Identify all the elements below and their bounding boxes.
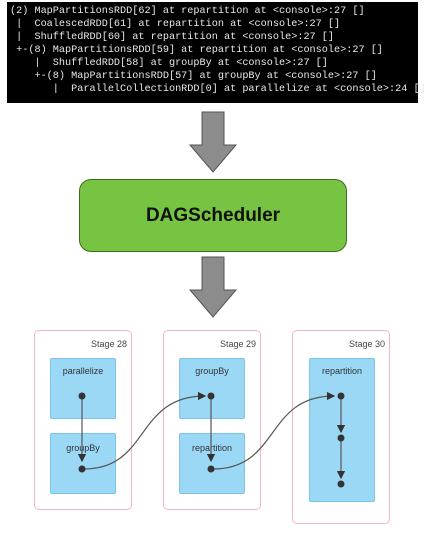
- console-line: | ShuffledRDD[58] at groupBy at <console…: [10, 58, 328, 69]
- rdd-node: [78, 392, 86, 400]
- rdd-label: parallelize: [62, 366, 104, 376]
- rdd-label: repartition: [321, 366, 363, 376]
- rdd-node: [207, 392, 215, 400]
- rdd-label: groupBy: [66, 443, 100, 453]
- rdd-label: repartition: [191, 443, 233, 453]
- rdd-repartition: repartition: [179, 433, 245, 494]
- dagscheduler-box: DAGScheduler: [79, 179, 347, 252]
- stage-label: Stage 29: [219, 339, 256, 349]
- rdd-node: [337, 480, 345, 488]
- stage-30: Stage 30 repartition: [292, 330, 390, 524]
- console-line: | ShuffledRDD[60] at repartition at <con…: [10, 32, 335, 43]
- edge-arrow: [212, 391, 336, 470]
- rdd-groupby: groupBy: [50, 433, 116, 494]
- stage-label: Stage 30: [348, 339, 385, 349]
- console-line: (2) MapPartitionsRDD[62] at repartition …: [10, 6, 365, 17]
- console-line: +-(8) MapPartitionsRDD[57] at groupBy at…: [10, 71, 377, 82]
- rdd-label: groupBy: [195, 366, 229, 376]
- rdd-parallelize: parallelize: [50, 358, 116, 419]
- console-line: +-(8) MapPartitionsRDD[59] at repartitio…: [10, 45, 383, 56]
- rdd-node: [207, 465, 215, 473]
- console-line: | CoalescedRDD[61] at repartition at <co…: [10, 19, 341, 30]
- edge-arrow: [83, 391, 207, 470]
- down-arrow-icon: [188, 111, 238, 173]
- rdd-node: [337, 434, 345, 442]
- down-arrow-icon: [188, 256, 238, 318]
- dagscheduler-label: DAGScheduler: [145, 204, 281, 226]
- stage-label: Stage 28: [90, 339, 127, 349]
- console-line: | ParallelCollectionRDD[0] at paralleliz…: [10, 84, 425, 95]
- stage-28: Stage 28 parallelize groupBy: [34, 330, 132, 510]
- rdd-node: [337, 392, 345, 400]
- console-output: (2) MapPartitionsRDD[62] at repartition …: [7, 2, 425, 103]
- rdd-node: [78, 465, 86, 473]
- rdd-groupby: groupBy: [179, 358, 245, 419]
- stage-29: Stage 29 groupBy repartition: [163, 330, 261, 510]
